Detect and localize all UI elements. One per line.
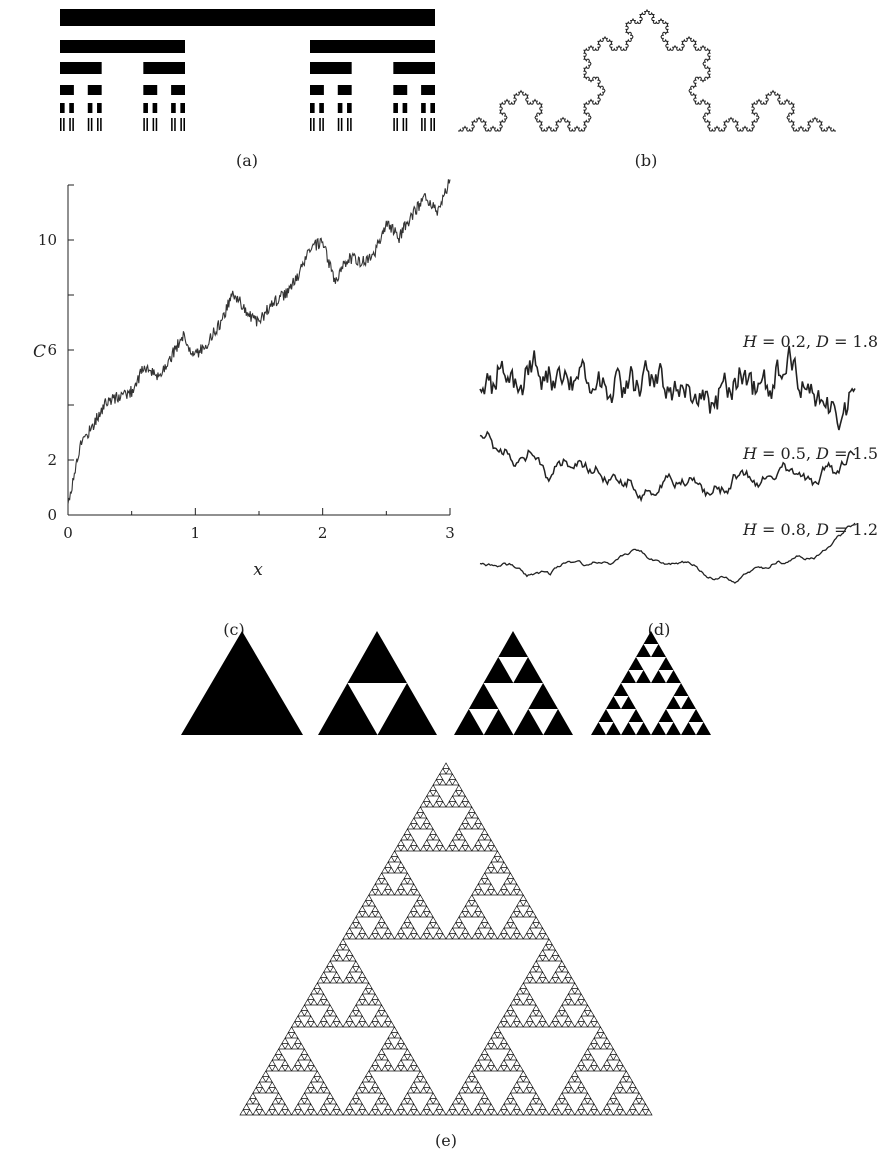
annotation-h02: H = 0.2, D = 1.8 <box>742 332 878 351</box>
cantor-segment <box>393 62 435 74</box>
x-tick-label: 3 <box>445 524 455 542</box>
annotation-h05: H = 0.5, D = 1.5 <box>742 444 878 463</box>
cantor-segment <box>393 85 408 95</box>
y-tick-label: 10 <box>38 231 57 249</box>
panel-e-label: (e) <box>435 1131 457 1150</box>
cantor-segment <box>402 103 408 113</box>
cantor-segment <box>310 103 315 113</box>
cantor-segment <box>60 40 185 53</box>
cantor-segment <box>143 62 185 74</box>
cantor-segment <box>393 103 398 113</box>
y-axis-label: C <box>33 342 46 362</box>
cantor-segment <box>60 103 65 113</box>
cantor-segment <box>171 85 185 95</box>
y-tick-label: 0 <box>47 506 57 524</box>
cantor-segment <box>421 85 435 95</box>
cantor-segment <box>319 103 324 113</box>
cantor-segment <box>171 103 176 113</box>
trace-h-0.5 <box>479 430 856 503</box>
panel-b-label: (b) <box>635 151 658 170</box>
x-axis-label: x <box>253 560 263 580</box>
cantor-segment <box>310 40 435 53</box>
cantor-segment <box>143 85 158 95</box>
panel-d-label: (d) <box>648 620 671 639</box>
trace-h-0.8 <box>479 522 856 584</box>
chart-d: H = 0.2, D = 1.8 H = 0.5, D = 1.5 H = 0.… <box>479 332 878 584</box>
cantor-segment <box>337 85 352 95</box>
sierpinski-iteration-2 <box>454 631 573 735</box>
x-tick-label: 1 <box>191 524 201 542</box>
cantor-segment <box>87 85 102 95</box>
cantor-segment <box>180 103 185 113</box>
panel-c-label: (c) <box>223 620 244 639</box>
x-tick-label: 2 <box>318 524 328 542</box>
cantor-segment <box>60 62 102 74</box>
cantor-segment <box>60 9 435 26</box>
y-tick-label: 6 <box>47 341 57 359</box>
cantor-segment <box>87 103 93 113</box>
cantor-segment <box>143 103 148 113</box>
cantor-segment <box>347 103 352 113</box>
sierpinski-iteration-1 <box>318 631 437 735</box>
y-tick-label: 2 <box>47 451 57 469</box>
cantor-segment <box>337 103 343 113</box>
cantor-segment <box>430 103 435 113</box>
koch-curve <box>458 8 836 132</box>
cantor-segment <box>421 103 426 113</box>
chart-c-tick-labels: 0 1 2 3 0 2 6 10 <box>38 231 455 542</box>
cantor-segment <box>60 85 74 95</box>
sierpinski-iteration-3 <box>591 631 711 735</box>
annotation-h08: H = 0.8, D = 1.2 <box>742 520 878 539</box>
cantor-segment <box>69 103 74 113</box>
cantor-set-diagram <box>60 9 435 131</box>
sierpinski-large <box>239 762 653 1116</box>
chart-c-ticks <box>67 184 451 516</box>
sierpinski-iteration-0 <box>181 631 303 735</box>
cantor-segment <box>310 85 324 95</box>
panel-a-label: (a) <box>236 151 258 170</box>
series-line <box>67 179 451 505</box>
cantor-segment <box>152 103 158 113</box>
cantor-segment <box>97 103 102 113</box>
cantor-segment <box>310 62 352 74</box>
chart-c: 0 1 2 3 0 2 6 10 C x <box>33 179 455 580</box>
x-tick-label: 0 <box>63 524 73 542</box>
trace-h-0.2 <box>479 345 856 431</box>
